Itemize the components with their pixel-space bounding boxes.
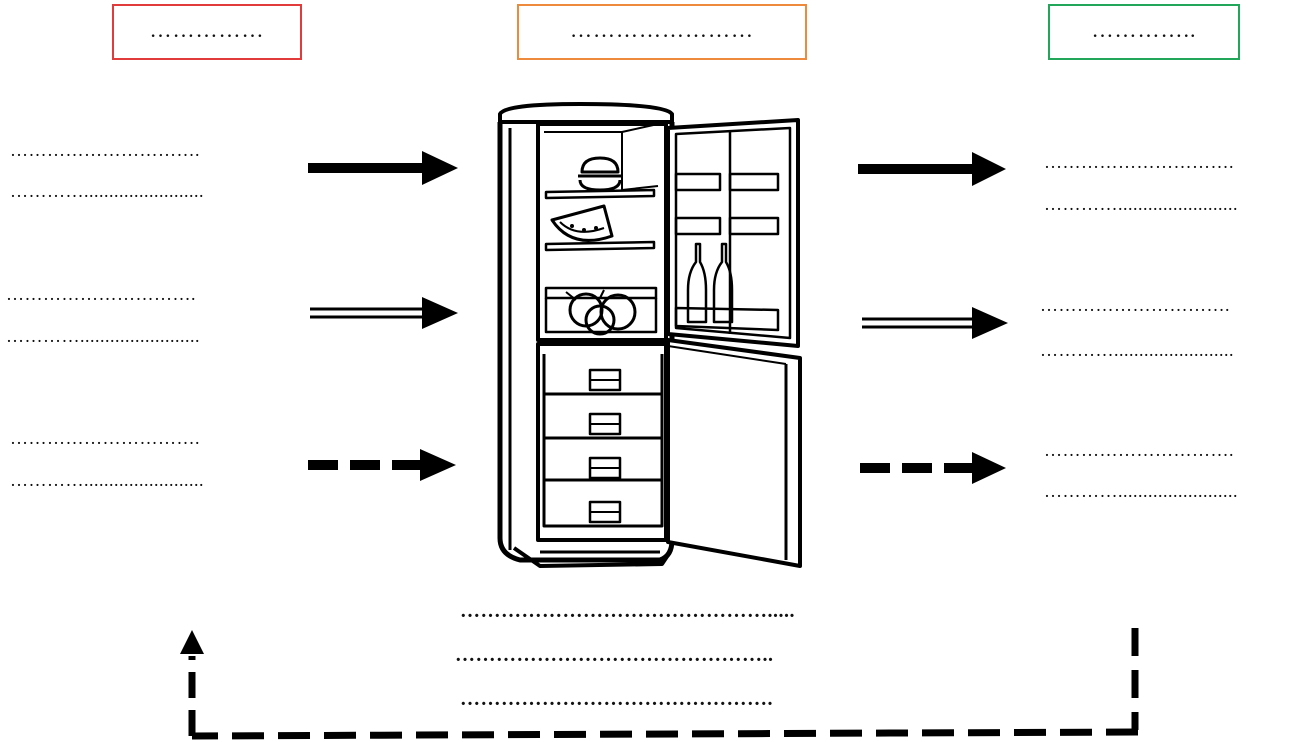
header-box-right-border [1049, 5, 1239, 59]
double-line-arrow-icon [310, 297, 458, 329]
refrigerator-icon [500, 104, 800, 566]
solid-arrow-icon [858, 152, 1006, 186]
dashed-arrow-icon [860, 452, 1006, 484]
double-line-arrow-icon [862, 307, 1008, 339]
header-box-center-border [518, 5, 806, 59]
dashed-loop-arrow [192, 628, 1138, 736]
dashed-arrow-icon [308, 449, 456, 481]
header-box-left-border [113, 5, 301, 59]
arrow-head-up-icon [180, 630, 204, 654]
solid-arrow-icon [308, 151, 458, 185]
